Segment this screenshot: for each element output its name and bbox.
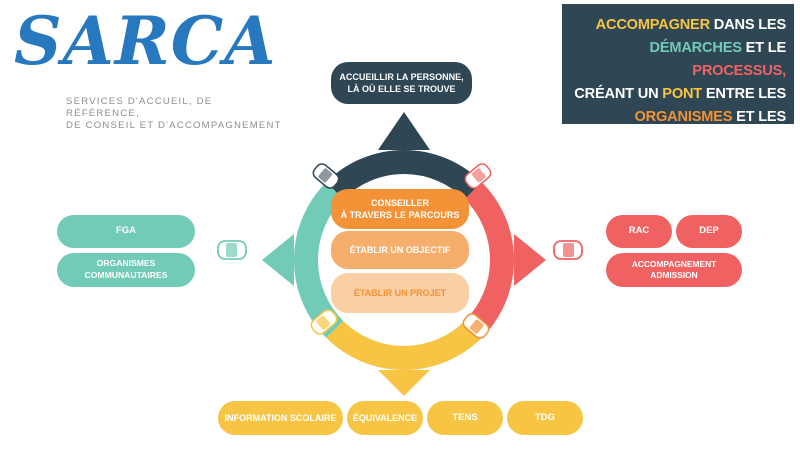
banner-word: PROCESSUS, (692, 63, 786, 79)
banner-word: PONT (662, 86, 703, 102)
pointer-bottom (378, 370, 430, 396)
ring-arc-bottom (326, 320, 482, 370)
conseiller-line1: CONSEILLER (370, 197, 429, 208)
left-fga: FGA (57, 215, 195, 248)
conseiller-line2: À TRAVERS LE PARCOURS (340, 210, 460, 220)
banner-line1: ACCOMPAGNER DANS LES (562, 14, 787, 37)
center-conseiller: CONSEILLER À TRAVERS LE PARCOURS (331, 189, 469, 229)
ring-arc-top (326, 150, 482, 200)
banner-word: CRÉANT UN (574, 86, 659, 102)
top-node-accueillir: ACCUEILLIR LA PERSONNE, LÀ OÙ ELLE SE TR… (331, 62, 472, 104)
car-icon (312, 163, 340, 189)
right-admission: ACCOMPAGNEMENT ADMISSION (606, 253, 742, 287)
car-icon (464, 163, 492, 189)
pointer-top (378, 112, 430, 150)
center-projet: ÉTABLIR UN PROJET (331, 273, 469, 313)
bottom-tens: TENS (427, 401, 503, 435)
banner-word: DÉMARCHES (649, 40, 742, 56)
top-node-line1: ACCUEILLIR LA PERSONNE, (339, 71, 464, 82)
car-icon (462, 313, 490, 339)
banner-word: ET LE (745, 40, 787, 56)
banner-word: ENTRE LES (705, 86, 786, 102)
logo-subtitle-line2: DE CONSEIL ET D'ACCOMPAGNEMENT (66, 119, 282, 131)
pointer-right (514, 234, 546, 286)
banner-line2: DÉMARCHES ET LE PROCESSUS, (562, 37, 787, 83)
mission-banner: ACCOMPAGNER DANS LES DÉMARCHES ET LE PRO… (562, 4, 794, 148)
banner-word: ACCOMPAGNER (595, 17, 710, 33)
pointer-left (262, 234, 294, 286)
ring-arc-right (464, 182, 514, 338)
top-node-line2: LÀ OÙ ELLE SE TROUVE (347, 84, 456, 94)
bottom-equivalence: ÉQUIVALENCE (347, 401, 423, 435)
bottom-information-scolaire: INFORMATION SCOLAIRE (218, 401, 343, 435)
car-icon (310, 309, 338, 335)
car-icon (217, 240, 247, 260)
banner-word: ET LES SERVICES. (710, 109, 786, 148)
banner-line3: CRÉANT UN PONT ENTRE LES (562, 83, 786, 106)
logo-subtitle-line1: SERVICES D'ACCUEIL, DE RÉFÉRENCE, (66, 96, 213, 119)
car-icon (553, 240, 583, 260)
banner-line4: ORGANISMES ET LES SERVICES. (562, 106, 787, 152)
sarca-logo: SARCA (14, 2, 277, 80)
center-objectif: ÉTABLIR UN OBJECTIF (331, 231, 469, 269)
banner-word: ORGANISMES (634, 109, 733, 125)
left-organismes: ORGANISMES COMMUNAUTAIRES (57, 253, 195, 287)
right-rac: RAC (606, 215, 672, 248)
logo-subtitle: SERVICES D'ACCUEIL, DE RÉFÉRENCE, DE CON… (66, 96, 290, 132)
bottom-tdg: TDG (507, 401, 583, 435)
right-dep: DEP (676, 215, 742, 248)
banner-word: DANS LES (713, 17, 786, 33)
